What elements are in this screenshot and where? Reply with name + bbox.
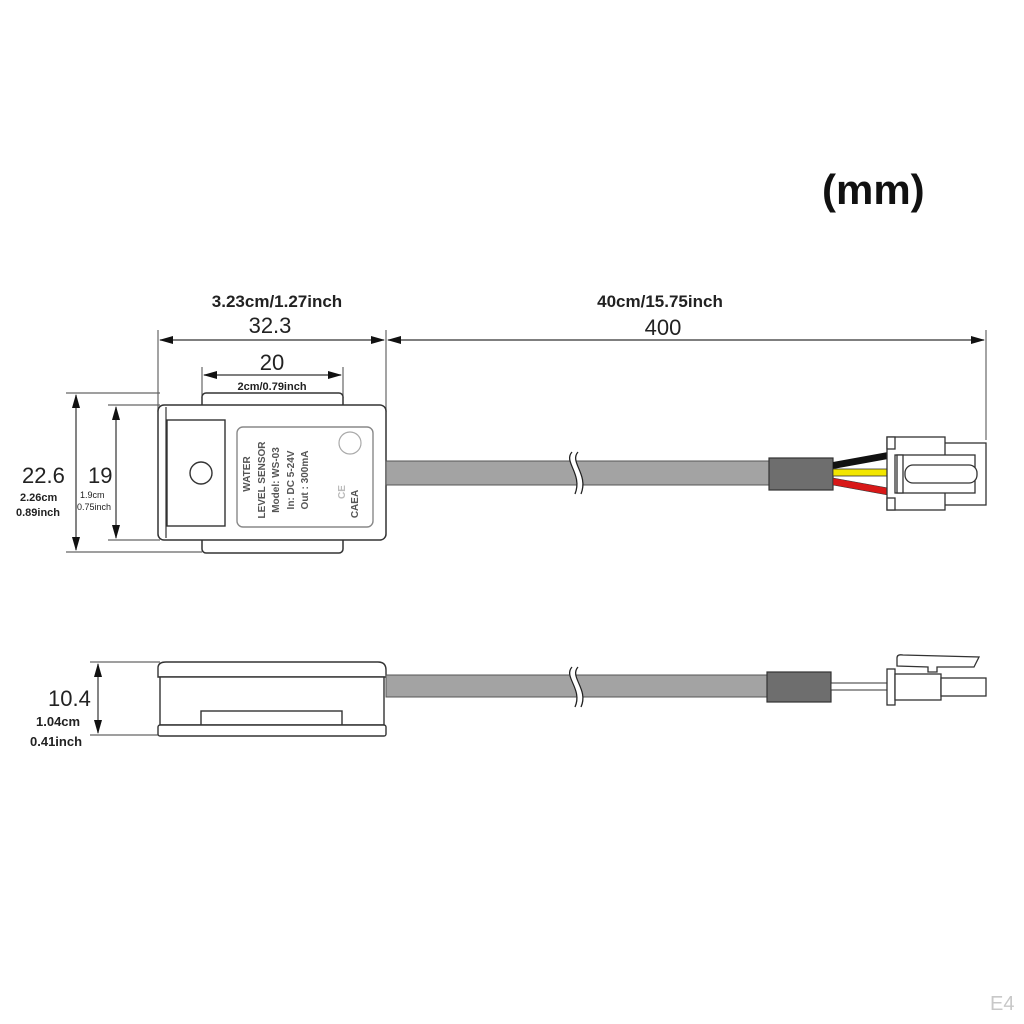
body-length-mm: 32.3 (249, 313, 292, 338)
label-line-4: In: DC 5-24V (286, 450, 297, 509)
ce-mark-icon: CE (337, 485, 348, 499)
wire-black (833, 452, 888, 469)
dimension-thickness: 10.4 1.04cm 0.41inch (30, 661, 160, 749)
dimension-inner-width: 20 2cm/0.79inch (201, 350, 344, 398)
wire-yellow (832, 468, 889, 477)
sensor-top-view: WATER LEVEL SENSOR Model: WS-03 In: DC 5… (157, 392, 387, 554)
cable-length-mm: 400 (645, 315, 682, 340)
sensor-side-view (157, 661, 387, 737)
inner-height-cm: 1.9cm (80, 490, 105, 500)
watermark: E4 (990, 993, 1015, 1015)
label-line-2: LEVEL SENSOR (257, 441, 268, 519)
cable-side-view (385, 664, 888, 709)
thickness-cm: 1.04cm (36, 714, 80, 729)
outer-height-mm: 22.6 (22, 463, 65, 488)
unit-label: (mm) (822, 166, 925, 213)
dimension-outer-height: 22.6 2.26cm 0.89inch (16, 392, 202, 553)
inner-height-mm: 19 (88, 463, 112, 488)
cable-top-view (385, 449, 889, 496)
body-length-imperial: 3.23cm/1.27inch (212, 292, 342, 311)
label-line-1: WATER (242, 456, 253, 492)
dimension-inner-height: 19 1.9cm 0.75inch (77, 404, 160, 541)
inner-width-imperial: 2cm/0.79inch (237, 381, 306, 393)
product-label (236, 426, 374, 528)
outer-height-cm: 2.26cm (20, 492, 58, 504)
brand-logo: CAEA (350, 490, 361, 518)
connector-top-view (886, 436, 987, 511)
dimension-body-length: 3.23cm/1.27inch 32.3 (157, 292, 387, 412)
thickness-inch: 0.41inch (30, 734, 82, 749)
thickness-mm: 10.4 (48, 686, 91, 711)
label-line-3: Model: WS-03 (271, 447, 282, 513)
wire-red (832, 477, 889, 496)
inner-width-mm: 20 (260, 350, 284, 375)
break-mark-icon (569, 451, 578, 495)
probe-hole-icon (189, 461, 213, 485)
heat-shrink-sleeve (768, 457, 834, 491)
connector-side-view (886, 654, 987, 706)
inner-height-inch: 0.75inch (77, 502, 111, 512)
outer-height-inch: 0.89inch (16, 507, 60, 519)
cable-length-imperial: 40cm/15.75inch (597, 292, 723, 311)
label-line-5: Out : 300mA (300, 451, 311, 510)
dimension-cable-length: 40cm/15.75inch 400 (387, 292, 987, 440)
